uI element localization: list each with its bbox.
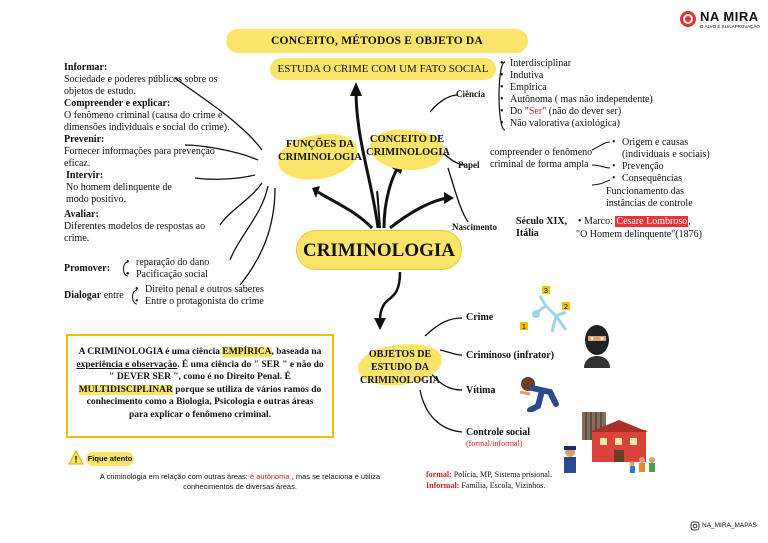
compreender-heading: Compreender e explicar: <box>64 98 171 109</box>
empirica-highlight: EMPÍRICA <box>222 347 272 357</box>
nascimento-heading: Nascimento <box>452 222 497 232</box>
victim-icon <box>519 377 559 412</box>
definition-box: A CRIMINOLOGIA é uma ciência EMPÍRICA, b… <box>66 334 334 438</box>
informal-text: Família, Escola, Vizinhos. <box>461 481 546 490</box>
marco-label: Marco: <box>584 216 613 227</box>
objeto-crime: Crime <box>466 312 494 323</box>
svg-text:1: 1 <box>522 324 526 331</box>
atento-text: A criminologia em relação com outras áre… <box>99 472 381 491</box>
dialogar-item: Direito penal e outros saberes <box>135 284 264 296</box>
ciencia-item: Indutiva <box>500 70 653 82</box>
compreender-text: O fenômeno criminal (causa do crime e di… <box>64 110 230 133</box>
warning-icon: ! <box>68 450 84 465</box>
ciencia-item: Não valorativa (axiológica) <box>500 118 653 130</box>
nascimento-text: Século XIX, Itália <box>516 216 568 239</box>
papel-extra: Funcionamento das instâncias de controle <box>606 186 693 209</box>
ciencia-heading: Ciência <box>456 89 485 99</box>
svg-text:!: ! <box>75 455 78 465</box>
instagram-icon <box>690 521 700 531</box>
dialogar-entre: entre <box>103 290 124 301</box>
dialogar-list: Direito penal e outros saberes Entre o p… <box>135 284 264 308</box>
papel-item: Prevenção <box>612 161 722 173</box>
target-logo-icon <box>680 11 696 27</box>
ciencia-list: Interdisciplinar Indutiva Empírica Autôn… <box>500 58 653 130</box>
dialogar-item: Entre o protagonista do crime <box>135 296 264 308</box>
prevenir-heading: Prevenir: <box>64 134 105 145</box>
dialogar-row: Dialogar entre <box>64 290 124 302</box>
papel-text: compreender o fenômeno criminal de forma… <box>490 147 593 170</box>
papel-item: Consequências <box>612 173 722 185</box>
funcoes-label: FUNÇÕES DA CRIMINOLOGIA <box>278 139 363 163</box>
marco-row: • Marco: Cesare Lombroso, <box>578 216 691 227</box>
controle-sub: (formal/informal) <box>466 439 523 448</box>
informar-text: Sociedade e poderes públicos sobre os ob… <box>64 74 218 97</box>
informal-row: Informal: Família, Escola, Vizinhos. <box>426 481 545 491</box>
promover-list: reparação do dano Pacificação social <box>126 257 209 281</box>
svg-text:3: 3 <box>544 288 548 295</box>
objetos-label: OBJETOS DE ESTUDO DA CRIMINOLOGIA <box>359 349 440 386</box>
prevenir-text: Fornecer informações para prevenção efic… <box>64 146 215 169</box>
intervir-heading: Intervir: <box>66 170 104 181</box>
formal-text: Polícia, MP, Sistema prisional. <box>453 470 552 479</box>
marco-name: Cesare Lombroso <box>615 216 689 227</box>
papel-list: Origem e causas (individuais e sociais) … <box>612 137 722 185</box>
svg-text:2: 2 <box>564 304 568 311</box>
conceito-label: CONCEITO DE CRIMINOLOGIA <box>366 134 451 158</box>
promover-item: Pacificação social <box>126 269 209 281</box>
marco-book: "O Homem delinquente"(1876) <box>576 229 702 240</box>
ciencia-item: Autônoma ( mas não independente) <box>500 94 653 106</box>
atento-label: Fique atento <box>86 452 134 466</box>
funcoes-list: Informar: Sociedade e poderes públicos s… <box>64 62 234 245</box>
objeto-controle: Controle social <box>466 427 530 438</box>
promover-item: reparação do dano <box>126 257 209 269</box>
intervir-text: No homem delinquente de modo positivo. <box>66 182 172 205</box>
subtitle-pill: ESTUDA O CRIME COM UM FATO SOCIAL <box>270 58 496 80</box>
brand-name: NA MIRA <box>700 9 759 24</box>
autonoma-text: é autônoma <box>249 472 290 481</box>
objeto-criminoso: Criminoso (infrator) <box>466 350 555 361</box>
informar-heading: Informar: <box>64 62 108 73</box>
promover-heading: Promover: <box>64 263 110 274</box>
center-node: CRIMINOLOGIA <box>296 230 462 270</box>
dialogar-heading: Dialogar <box>64 290 102 301</box>
instagram-handle: NA_MIRA_MAPAS <box>702 522 757 529</box>
ciencia-item-ser: Do "Ser" (não do dever ser) <box>500 106 653 118</box>
brand-tagline: O ALVO É SUA APROVAÇÃO <box>700 24 760 29</box>
criminal-mask-icon <box>584 325 610 368</box>
papel-item: Origem e causas (individuais e sociais) <box>612 137 722 161</box>
papel-heading: Papel <box>458 160 480 170</box>
avaliar-heading: Avaliar: <box>64 209 99 220</box>
avaliar-text: Diferentes modelos de respostas ao crime… <box>64 221 206 244</box>
multi-highlight: MULTIDISCIPLINAR <box>78 384 173 395</box>
ciencia-item: Empírica <box>500 82 653 94</box>
informal-label: Informal: <box>426 481 460 490</box>
prison-police-school-icon <box>564 412 655 473</box>
formal-row: formal: Polícia, MP, Sistema prisional. <box>426 470 552 480</box>
crime-scene-icon: 3 2 1 <box>520 286 570 333</box>
ciencia-item: Interdisciplinar <box>500 58 653 70</box>
formal-label: formal: <box>426 470 452 479</box>
objeto-vitima: Vítima <box>466 385 496 396</box>
experiencia-underline: experiência e observação <box>76 359 178 370</box>
